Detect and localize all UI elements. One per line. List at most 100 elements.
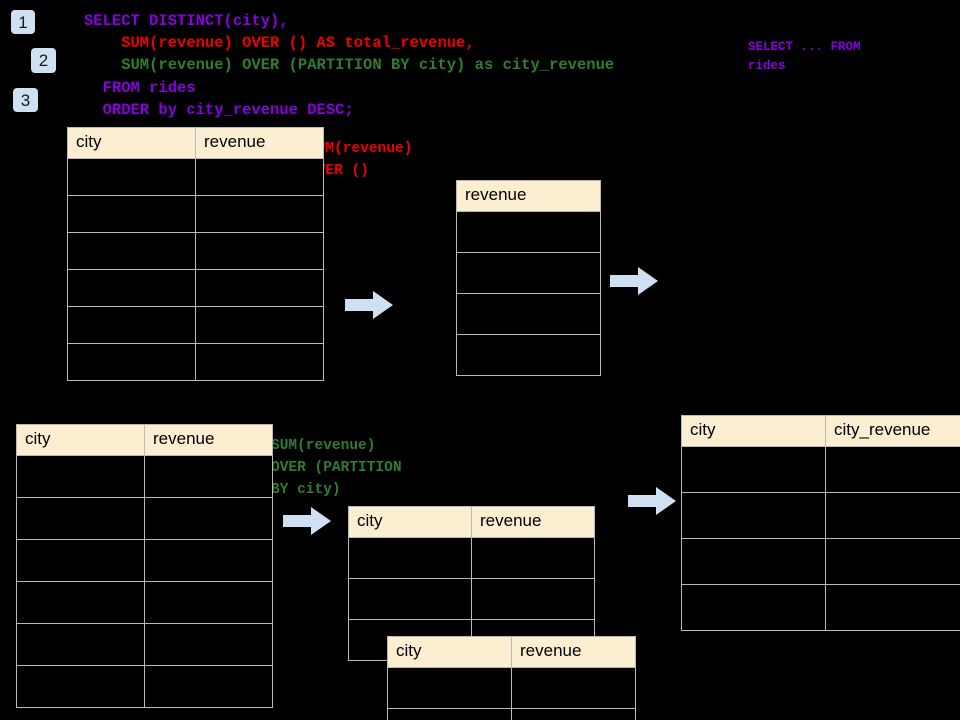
partition-group-table-back: city revenue	[348, 506, 595, 661]
step-badge-2-label: 2	[38, 51, 49, 70]
cell	[67, 306, 196, 344]
table-row	[67, 195, 324, 233]
table-row	[67, 343, 324, 381]
partition-group-table-front: city revenue	[387, 636, 636, 720]
table-row	[16, 665, 273, 708]
table-row	[348, 578, 595, 620]
cell	[67, 269, 196, 307]
cell	[387, 667, 512, 709]
table-row	[16, 539, 273, 582]
step-badge-3: 3	[13, 88, 38, 112]
step-badge-1: 1	[11, 10, 35, 34]
cell	[348, 537, 472, 579]
column-header-revenue: revenue	[144, 424, 273, 456]
table-row	[456, 293, 601, 335]
arrow-source-to-partition	[283, 507, 331, 535]
cell	[456, 211, 601, 253]
table-row	[387, 667, 636, 709]
cell	[144, 497, 273, 540]
table-row	[681, 446, 960, 493]
cell	[511, 708, 636, 720]
cell	[825, 492, 960, 539]
arrow-total-revenue-to-result	[610, 267, 658, 295]
cell	[144, 581, 273, 624]
cell	[144, 455, 273, 498]
table-header-row: city revenue	[67, 127, 324, 159]
cell	[471, 578, 595, 620]
cell	[195, 232, 324, 270]
cell	[681, 538, 826, 585]
annotation-city-revenue: SUM(revenue) OVER (PARTITION BY city)	[271, 438, 402, 498]
cell	[681, 446, 826, 493]
table-header-row: revenue	[456, 180, 601, 212]
table-row	[16, 581, 273, 624]
cell	[681, 492, 826, 539]
table-header-row: city revenue	[387, 636, 636, 668]
table-row	[67, 306, 324, 344]
table-row	[456, 211, 601, 253]
cell	[471, 537, 595, 579]
cell	[195, 158, 324, 196]
column-header-city: city	[681, 415, 826, 447]
cell	[67, 158, 196, 196]
cell	[67, 195, 196, 233]
cell	[195, 269, 324, 307]
cell	[16, 665, 145, 708]
step-badge-2: 2	[31, 48, 56, 73]
cell	[387, 708, 512, 720]
table-row	[348, 537, 595, 579]
cell	[16, 455, 145, 498]
table-header-row: city revenue	[16, 424, 273, 456]
table-row	[681, 492, 960, 539]
table-row	[67, 269, 324, 307]
cell	[825, 446, 960, 493]
table-row	[67, 158, 324, 196]
rides-source-table-top: city revenue	[67, 127, 324, 381]
step-badge-3-label: 3	[20, 90, 31, 110]
cell	[144, 665, 273, 708]
table-row	[67, 232, 324, 270]
table-row	[456, 334, 601, 376]
column-header-city: city	[387, 636, 512, 668]
cell	[144, 623, 273, 666]
column-header-city: city	[16, 424, 145, 456]
table-row	[681, 584, 960, 631]
sql-line-order-by: ORDER by city_revenue DESC;	[84, 101, 354, 119]
cell	[348, 578, 472, 620]
cell	[681, 584, 826, 631]
rides-source-table-bottom: city revenue	[16, 424, 273, 708]
table-row	[16, 623, 273, 666]
table-header-row: city city_revenue	[681, 415, 960, 447]
sql-line-select: SELECT DISTINCT(city),	[84, 12, 289, 30]
cell	[195, 343, 324, 381]
cell	[16, 497, 145, 540]
total-revenue-table: revenue	[456, 180, 601, 376]
cell	[456, 252, 601, 294]
cell	[16, 581, 145, 624]
sql-line-city-revenue: SUM(revenue) OVER (PARTITION BY city) as…	[84, 56, 615, 74]
sql-line-from: FROM rides	[84, 79, 196, 97]
table-row	[16, 497, 273, 540]
cell	[456, 334, 601, 376]
column-header-revenue: revenue	[471, 506, 595, 538]
table-row	[456, 252, 601, 294]
column-header-revenue: revenue	[195, 127, 324, 159]
cell	[144, 539, 273, 582]
column-header-city: city	[348, 506, 472, 538]
cell	[16, 539, 145, 582]
side-note-select-from-rides: SELECT ... FROM rides	[748, 40, 861, 73]
column-header-city-revenue: city_revenue	[825, 415, 960, 447]
cell	[825, 584, 960, 631]
arrow-source-to-total-revenue	[345, 291, 393, 319]
column-header-revenue: revenue	[456, 180, 601, 212]
sql-line-total-revenue: SUM(revenue) OVER () AS total_revenue,	[84, 34, 475, 52]
final-result-table: city city_revenue	[681, 415, 960, 631]
table-row	[387, 708, 636, 720]
cell	[195, 195, 324, 233]
column-header-city: city	[67, 127, 196, 159]
column-header-revenue: revenue	[511, 636, 636, 668]
cell	[67, 232, 196, 270]
step-badge-1-label: 1	[18, 12, 28, 32]
table-header-row: city revenue	[348, 506, 595, 538]
